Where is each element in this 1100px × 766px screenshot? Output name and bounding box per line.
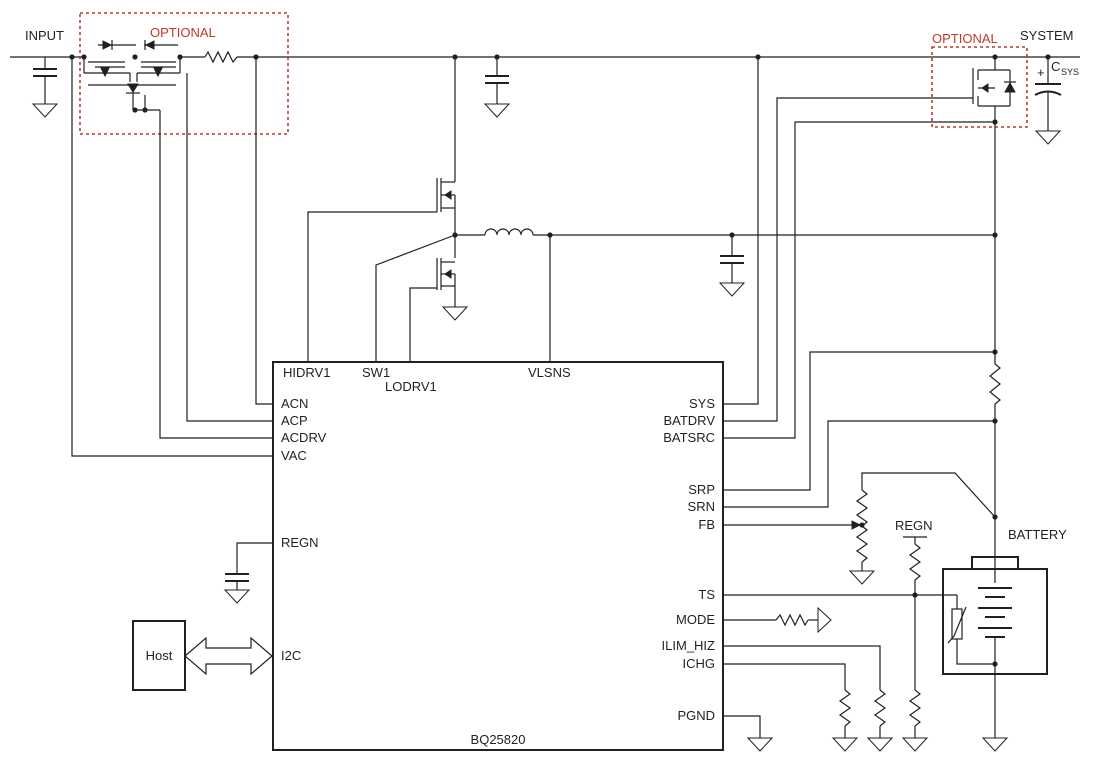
pin-acn: ACN [281, 396, 308, 411]
battery-label: BATTERY [1008, 527, 1067, 542]
csys-plus: + [1037, 65, 1045, 80]
pin-hidrv1: HIDRV1 [283, 365, 330, 380]
feedback-divider [723, 489, 876, 585]
pin-ichg: ICHG [683, 656, 716, 671]
pin-acp: ACP [281, 413, 308, 428]
input-label: INPUT [25, 28, 64, 43]
optional-input-label: OPTIONAL [150, 25, 216, 40]
center-bus-capacitor [483, 54, 511, 118]
pin-fb: FB [698, 517, 715, 532]
pin-lodrv1: LODRV1 [385, 379, 437, 394]
pgnd-ground [723, 715, 774, 752]
pin-mode: MODE [676, 612, 715, 627]
csys-label: C [1051, 59, 1060, 74]
input-sense-resistor [204, 50, 238, 64]
system-label: SYSTEM [1020, 28, 1073, 43]
pin-pgnd: PGND [677, 708, 715, 723]
pin-regn: REGN [281, 535, 319, 550]
host-label: Host [146, 648, 173, 663]
output-inductor [455, 228, 995, 362]
optional-batfet-label: OPTIONAL [932, 31, 998, 46]
ichg-resistor [723, 663, 859, 752]
ts-bias-network [723, 536, 957, 752]
left-side-connections [71, 57, 273, 457]
host-block: Host [132, 620, 186, 691]
input-blocking-fets [81, 40, 183, 113]
battery-pack [942, 556, 1048, 752]
pin-batdrv: BATDRV [663, 413, 715, 428]
optional-input-fet-box [79, 12, 289, 135]
pin-batsrc: BATSRC [663, 430, 715, 445]
mode-resistor [723, 606, 832, 634]
regn-net-label: REGN [895, 518, 933, 533]
csys-subscript: SYS [1061, 67, 1079, 77]
ic-part-number: BQ25820 [471, 732, 526, 747]
pin-sw1: SW1 [362, 365, 390, 380]
battery-fet [972, 54, 1016, 125]
regn-capacitor [223, 542, 273, 604]
pin-vlsns: VLSNS [528, 365, 571, 380]
output-capacitor [718, 232, 746, 297]
pin-acdrv: ACDRV [281, 430, 327, 445]
i2c-bus-arrow-icon [184, 636, 273, 676]
right-side-connections [723, 54, 1001, 583]
pin-vac: VAC [281, 448, 307, 463]
pin-ilim-hiz: ILIM_HIZ [662, 638, 716, 653]
input-capacitor [31, 57, 59, 118]
pin-sys: SYS [689, 396, 715, 411]
optional-batfet-box [931, 46, 1028, 128]
ntc-thermistor-icon [947, 595, 995, 665]
pin-i2c: I2C [281, 648, 301, 663]
high-side-mosfet [307, 54, 458, 362]
pin-srn: SRN [688, 499, 715, 514]
ilim-hiz-resistor [723, 645, 894, 752]
pin-ts: TS [698, 587, 715, 602]
low-side-mosfet [375, 232, 469, 362]
pin-srp: SRP [688, 482, 715, 497]
input-system-rail [10, 56, 1080, 73]
system-capacitor: + C SYS [1034, 54, 1079, 145]
bq25820-ic: BQ25820 HIDRV1 SW1 LODRV1 VLSNS ACN ACP … [272, 361, 724, 751]
